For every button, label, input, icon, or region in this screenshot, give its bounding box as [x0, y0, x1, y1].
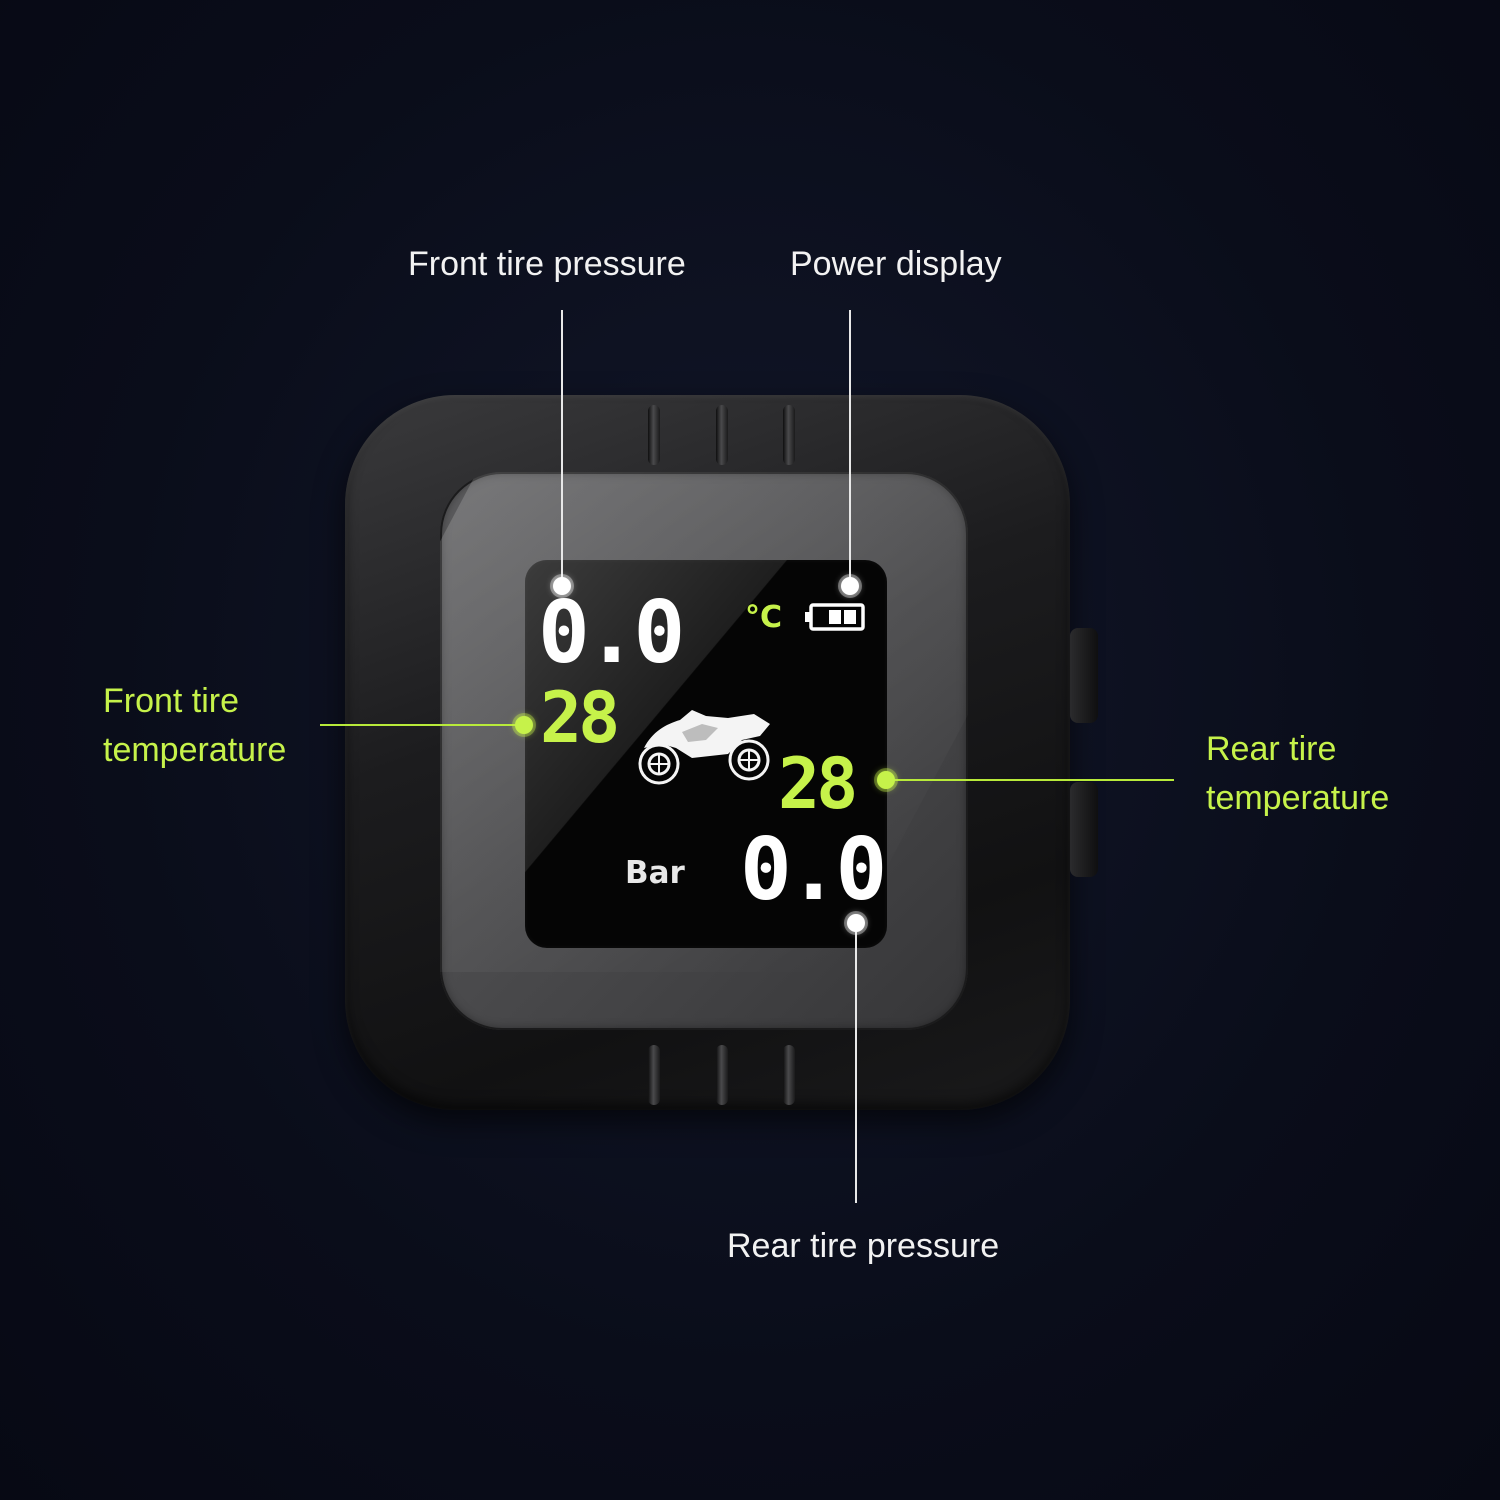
rear-pressure-marker [847, 914, 865, 932]
top-grip-ridge [648, 405, 660, 465]
front-pressure-marker [553, 577, 571, 595]
front-pressure-leader-line [561, 310, 563, 585]
power-display-label: Power display [790, 245, 1002, 283]
top-grip-ridge [716, 405, 728, 465]
rear-pressure-value: 0.0 [740, 820, 887, 920]
rear-temperature-value: 28 [778, 743, 858, 825]
temperature-unit: °C [745, 600, 783, 635]
bottom-grip-ridge [648, 1045, 660, 1105]
battery-bar [829, 610, 841, 624]
power-display-marker [841, 577, 859, 595]
rear-temperature-marker [877, 771, 895, 789]
front-tire-pressure-label: Front tire pressure [408, 245, 686, 283]
pressure-unit: Bar [625, 855, 685, 891]
side-button-lower[interactable] [1070, 782, 1098, 877]
front-temperature-leader-line [320, 724, 525, 726]
front-pressure-value: 0.0 [538, 583, 685, 683]
power-display-leader-line [849, 310, 851, 585]
front-tire-temperature-label-line2: temperature [103, 731, 287, 769]
rear-tire-pressure-label: Rear tire pressure [727, 1227, 1000, 1265]
rear-tire-temperature-label-line1: Rear tire [1206, 730, 1337, 768]
bottom-grip-ridge [783, 1045, 795, 1105]
front-tire-temperature-label-line1: Front tire [103, 682, 240, 720]
battery-bar [844, 610, 856, 624]
lcd-screen [525, 560, 887, 948]
rear-tire-temperature-label-line2: temperature [1206, 779, 1390, 817]
motorcycle-icon [638, 710, 770, 785]
rear-pressure-leader-line [855, 925, 857, 1203]
top-grip-ridge [783, 405, 795, 465]
front-temperature-marker [515, 716, 533, 734]
rear-temperature-leader-line [886, 779, 1174, 781]
front-temperature-value: 28 [540, 677, 620, 759]
battery-icon [805, 603, 865, 631]
side-button-upper[interactable] [1070, 628, 1098, 723]
bottom-grip-ridge [716, 1045, 728, 1105]
